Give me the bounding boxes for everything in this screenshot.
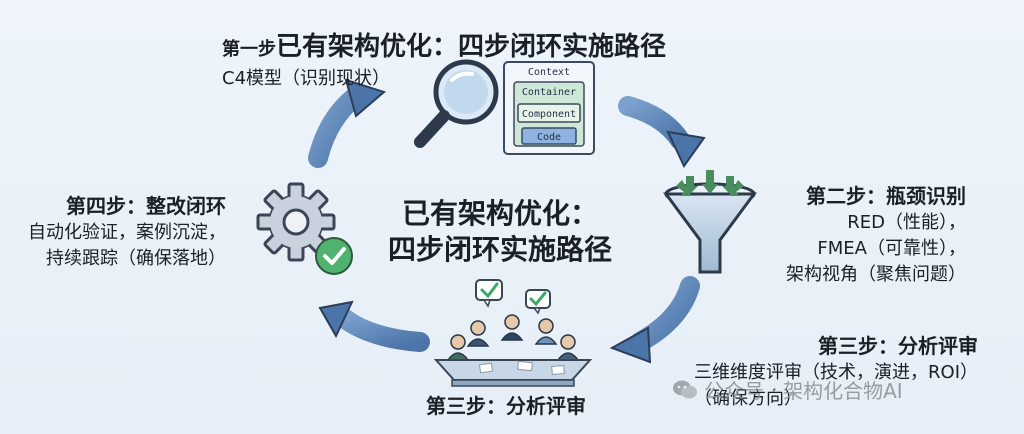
- wechat-icon: [673, 380, 697, 398]
- center-title-line1: 已有架构优化：: [401, 197, 598, 230]
- top-subtitle: C4模型（识别现状）: [222, 68, 391, 89]
- top-title: 第一步已有架构优化：四步闭环实施路径: [222, 26, 666, 63]
- step3-right-line2: （确保方向）: [694, 388, 803, 409]
- watermark-text: 公众号 · 架构化合物AI: [704, 379, 903, 403]
- arrow-step1-to-step2: [618, 96, 706, 168]
- step2-line1: RED（性能），: [847, 212, 966, 233]
- c4-model-diagram: [503, 61, 595, 155]
- top-title-main: 已有架构优化：四步闭环实施路径: [276, 32, 667, 62]
- gear-icon: [256, 182, 336, 262]
- center-title-line2: 四步闭环实施路径: [387, 233, 612, 266]
- top-title-step: 第一步: [222, 39, 276, 60]
- step2-heading: 第二步：瓶颈识别: [806, 184, 966, 208]
- step4-line1: 自动化验证，案例沉淀，: [28, 222, 226, 243]
- funnel-input-arrows: [676, 170, 744, 196]
- step3-right-line1: 三维维度评审（技术，演进，ROI）: [694, 362, 978, 383]
- meeting-illustration: [433, 279, 593, 387]
- step2-block: 第二步：瓶颈识别 RED（性能）， FMEA（可靠性）， 架构视角（聚焦问题）: [786, 182, 966, 288]
- step4-line2: 持续跟踪（确保落地）: [46, 248, 226, 269]
- watermark: 公众号 · 架构化合物AI: [672, 375, 903, 404]
- step3-bottom-heading: 第三步：分析评审: [426, 394, 586, 418]
- step4-block: 第四步：整改闭环 自动化验证，案例沉淀， 持续跟踪（确保落地）: [28, 192, 226, 272]
- check-badge-icon: [315, 237, 353, 275]
- speech-bubble-icon: [475, 279, 503, 308]
- arrow-step3-to-step4: [318, 300, 430, 352]
- speech-bubble-icon: [525, 289, 551, 315]
- arrow-step4-to-step1: [308, 78, 387, 168]
- step3-right-block: 第三步：分析评审 三维维度评审（技术，演进，ROI） （确保方向）: [694, 332, 978, 412]
- step3-right-heading: 第三步：分析评审: [818, 334, 978, 358]
- center-title: 已有架构优化： 四步闭环实施路径: [380, 196, 620, 268]
- arrow-step2-to-step3: [609, 276, 700, 364]
- magnifier-icon: [414, 59, 499, 148]
- step4-heading: 第四步：整改闭环: [66, 194, 226, 218]
- funnel-icon: [663, 170, 757, 274]
- step2-line2: FMEA（可靠性），: [817, 238, 966, 259]
- step2-line3: 架构视角（聚焦问题）: [786, 264, 966, 285]
